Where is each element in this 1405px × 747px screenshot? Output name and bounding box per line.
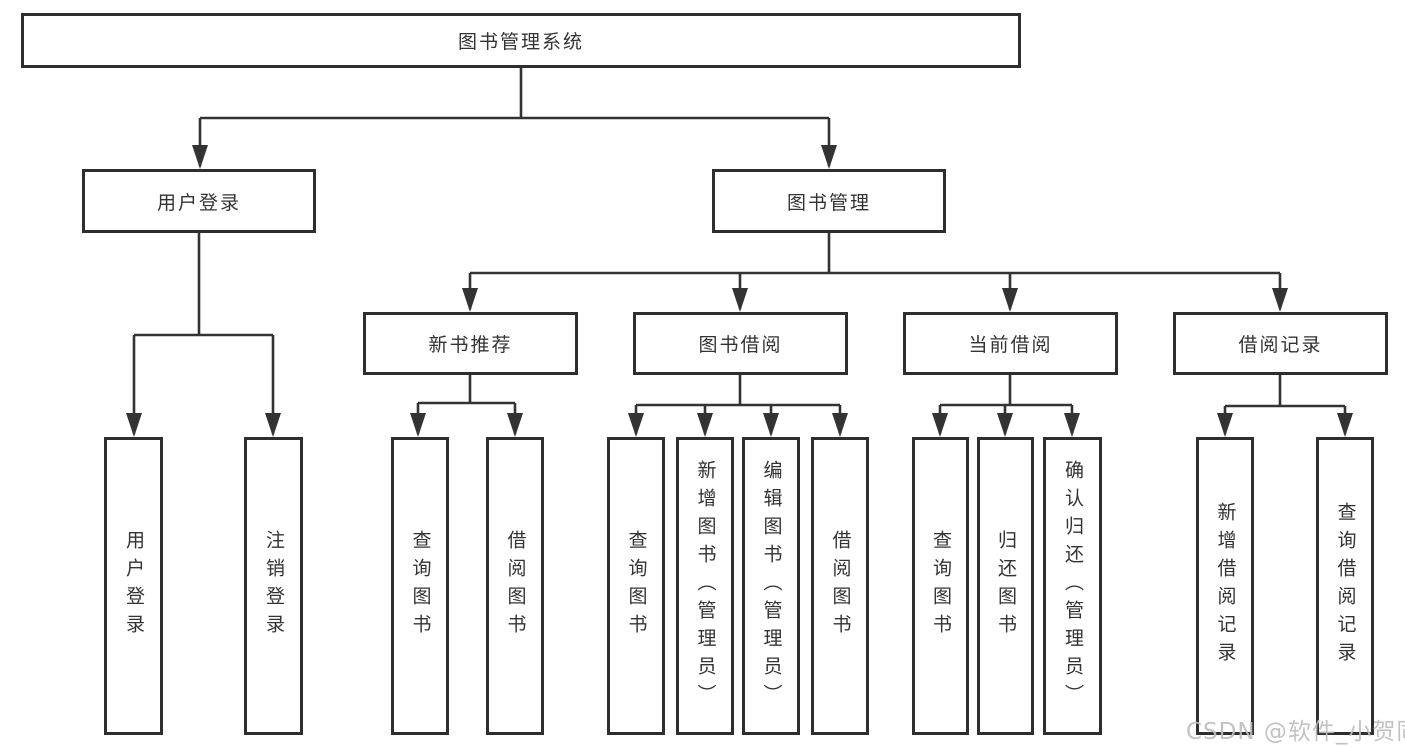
node-label: 归还图书 — [995, 530, 1017, 642]
node-label: 借阅图书 — [829, 530, 852, 642]
leaf-user-login: 用户登录 — [104, 437, 163, 735]
leaf-br-add-record: 新增借阅记录 — [1196, 437, 1254, 735]
node-label: 新书推荐 — [428, 334, 513, 356]
node-label: 查询借阅记录 — [1334, 502, 1357, 670]
node-label: 新增借阅记录 — [1214, 502, 1237, 670]
leaf-bb-add-books-admin: 新增图书（管理员） — [676, 437, 734, 735]
node-label: 图书借阅 — [698, 334, 783, 356]
node-label: 当前借阅 — [968, 334, 1053, 356]
edge-lines — [132, 68, 1347, 434]
node-new-book-recommend: 新书推荐 — [363, 312, 578, 375]
arrowheads — [126, 145, 1353, 437]
node-label: 图书管理系统 — [457, 31, 584, 53]
leaf-cb-return-books: 归还图书 — [977, 437, 1034, 735]
node-borrowing-records: 借阅记录 — [1173, 312, 1388, 375]
leaf-br-query-record: 查询借阅记录 — [1316, 437, 1374, 735]
node-label: 图书管理 — [786, 191, 871, 214]
node-label: 用户登录 — [156, 191, 241, 214]
leaf-cb-confirm-return-admin: 确认归还（管理员） — [1043, 437, 1102, 735]
node-root-library-system: 图书管理系统 — [21, 13, 1021, 68]
node-label: 借阅图书 — [504, 530, 527, 642]
leaf-nb-query-books: 查询图书 — [391, 437, 449, 735]
node-label: 查询图书 — [625, 530, 648, 642]
leaf-bb-query-books: 查询图书 — [607, 437, 665, 735]
leaf-nb-borrow-books: 借阅图书 — [486, 437, 544, 735]
node-user-login: 用户登录 — [82, 169, 316, 233]
node-label: 注销登录 — [263, 530, 285, 642]
leaf-bb-edit-books-admin: 编辑图书（管理员） — [742, 437, 800, 735]
node-current-borrowing: 当前借阅 — [903, 312, 1118, 375]
node-label: 借阅记录 — [1238, 334, 1323, 356]
node-label: 用户登录 — [123, 530, 145, 642]
leaf-bb-borrow-books: 借阅图书 — [811, 437, 869, 735]
node-label: 查询图书 — [409, 530, 432, 642]
node-label: 新增图书（管理员） — [694, 460, 717, 712]
node-book-borrowing: 图书借阅 — [633, 312, 848, 375]
watermark: CSDN @软件_小贺同学 — [1186, 719, 1405, 745]
leaf-logout: 注销登录 — [244, 437, 303, 735]
leaf-cb-query-books: 查询图书 — [912, 437, 969, 735]
node-book-management: 图书管理 — [712, 169, 946, 233]
node-label: 编辑图书（管理员） — [760, 460, 783, 712]
node-label: 确认归还（管理员） — [1062, 460, 1084, 712]
node-label: 查询图书 — [930, 530, 952, 642]
